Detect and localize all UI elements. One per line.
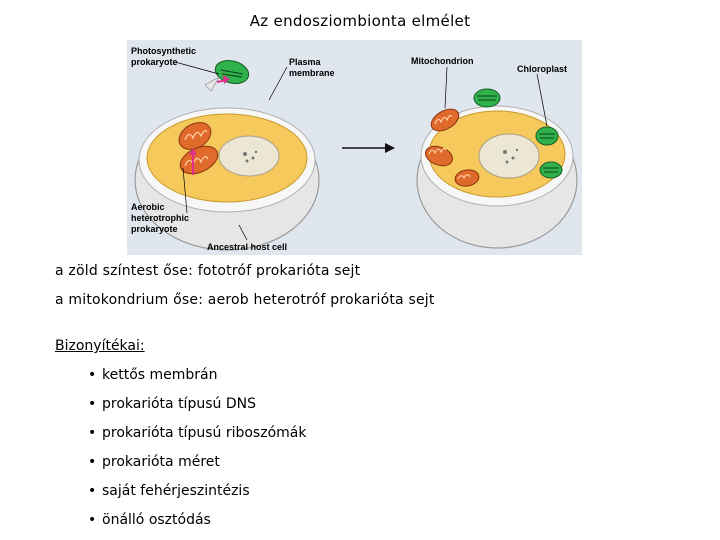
mitochondrion-origin-text: a mitokondrium őse: aerob heterotróf pro… xyxy=(55,292,435,308)
label-chloroplast: Chloroplast xyxy=(517,64,567,74)
bullet-icon: • xyxy=(88,425,97,441)
label-photosynthetic-line2: prokaryote xyxy=(131,57,178,67)
label-mitochondrion: Mitochondrion xyxy=(411,56,474,66)
ancestral-host-cell xyxy=(134,59,320,251)
evidence-heading: Bizonyítékai: xyxy=(55,338,145,354)
eukaryotic-cell xyxy=(416,66,578,249)
label-aerobic-line1: Aerobic xyxy=(131,202,165,212)
bullet-icon: • xyxy=(88,483,97,499)
mitochondrion-shape-3 xyxy=(454,169,480,187)
nucleus xyxy=(218,135,280,177)
list-item: •kettős membrán xyxy=(88,367,218,383)
list-item: •önálló osztódás xyxy=(88,512,211,528)
label-photosynthetic-line1: Photosynthetic xyxy=(131,46,196,56)
endosymbiosis-diagram: Photosynthetic prokaryote Plasma membran… xyxy=(127,40,582,255)
mitochondrion-shape-1 xyxy=(430,108,460,132)
bullet-icon: • xyxy=(88,367,97,383)
chloroplast-origin-text: a zöld színtest őse: fototróf prokarióta… xyxy=(55,263,361,279)
page-title: Az endosziombionta elmélet xyxy=(249,12,471,30)
list-item: •prokarióta típusú DNS xyxy=(88,396,256,412)
list-item: •prokarióta típusú riboszómák xyxy=(88,425,307,441)
bullet-icon: • xyxy=(88,396,97,412)
mitochondrion-shape-2 xyxy=(424,145,454,167)
chloroplast-shape-3 xyxy=(539,161,563,179)
aerobic-prokaryote-shape xyxy=(179,145,219,175)
list-item: •saját fehérjeszintézis xyxy=(88,483,250,499)
nucleus-right xyxy=(478,133,540,179)
chloroplast-shape-2 xyxy=(535,126,559,146)
transition-arrow xyxy=(342,143,395,153)
bullet-icon: • xyxy=(88,454,97,470)
list-item: •prokarióta méret xyxy=(88,454,220,470)
label-plasma-line1: Plasma xyxy=(289,57,322,67)
label-aerobic-line3: prokaryote xyxy=(131,224,178,234)
label-aerobic-line2: heterotrophic xyxy=(131,213,189,223)
evidence-list: •kettős membrán •prokarióta típusú DNS •… xyxy=(88,366,306,540)
bullet-icon: • xyxy=(88,512,97,528)
label-plasma-line2: membrane xyxy=(289,68,335,78)
chloroplast-shape-1 xyxy=(473,88,501,108)
label-host-cell: Ancestral host cell xyxy=(207,242,287,252)
